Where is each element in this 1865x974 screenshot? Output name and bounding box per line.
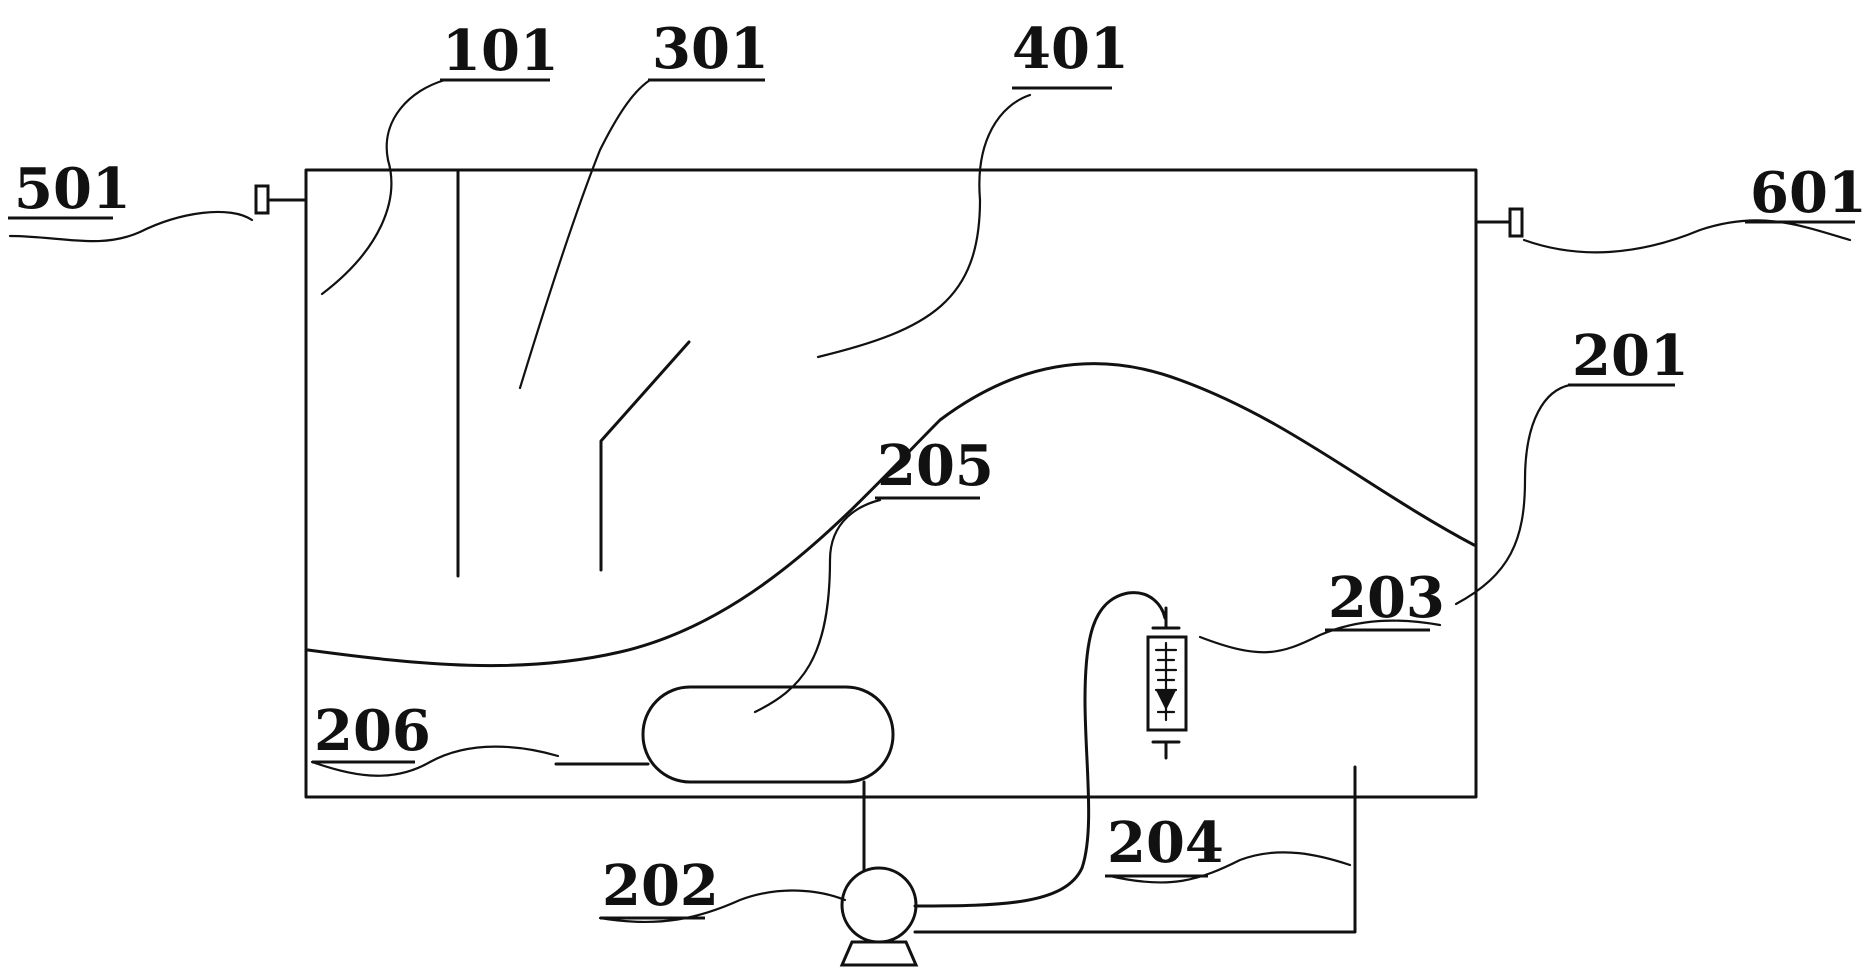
label-206: 206 [314,698,431,764]
leader-line-202 [598,889,847,923]
leader-line-101 [320,78,447,296]
leader-line-601 [1522,219,1852,254]
bent-baffle-plate [599,340,691,572]
outlet-valve [1508,207,1524,238]
pump-base [839,940,919,967]
label-204: 204 [1107,810,1224,876]
label-501: 501 [14,156,131,222]
pump-body [840,866,918,944]
aeration-capsule [641,685,895,784]
tank-outline [304,168,1478,799]
return-pipe [913,765,1357,934]
inlet-valve [254,184,270,215]
label-301: 301 [652,16,769,82]
flowmeter-feed-pipe [913,591,1167,908]
leader-line-204 [1108,851,1352,884]
wave-curve [306,362,1476,668]
leader-line-301 [518,78,652,390]
label-203: 203 [1328,565,1445,631]
leader-line-205 [753,498,882,714]
leader-line-206 [310,745,560,777]
leader-line-203 [1198,619,1442,654]
label-101: 101 [442,18,559,84]
leader-line-201 [1454,383,1572,606]
flowmeter-float [1156,691,1176,711]
leader-line-401 [816,93,1032,359]
leader-line-501 [8,210,254,243]
label-201: 201 [1572,323,1689,389]
label-205: 205 [877,433,994,499]
label-601: 601 [1750,160,1865,226]
label-401: 401 [1012,16,1129,82]
label-202: 202 [602,853,719,919]
